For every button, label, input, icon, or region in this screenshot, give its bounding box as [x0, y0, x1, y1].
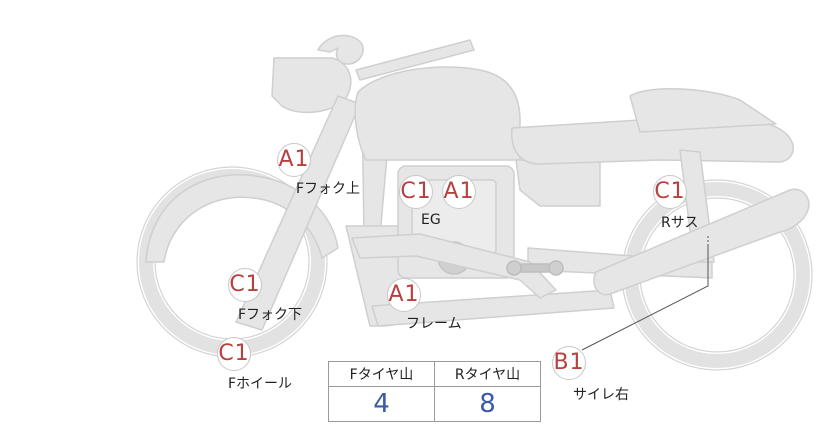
fuel-tank — [354, 66, 521, 161]
tire-tread-table: Fタイヤ山 Rタイヤ山 4 8 — [328, 361, 541, 422]
muffler-right-label: サイレ右 — [573, 387, 629, 403]
eg-grade-badge-1: C1 — [399, 175, 433, 209]
tire-tread-value-row: 4 8 — [328, 386, 541, 422]
r-sus-label: Rサス — [661, 215, 699, 231]
front-tire-tread-header: Fタイヤ山 — [328, 361, 435, 387]
front-tire-tread-value: 4 — [328, 386, 435, 422]
f-fork-lower-grade-badge: C1 — [228, 268, 262, 302]
eg-label: EG — [421, 212, 441, 228]
rear-tire-tread-value: 8 — [434, 386, 541, 422]
muffler — [593, 188, 810, 296]
tire-tread-header-row: Fタイヤ山 Rタイヤ山 — [328, 361, 541, 387]
frame-grade-badge: A1 — [387, 278, 421, 312]
r-sus-grade-badge: C1 — [653, 175, 687, 209]
f-fork-upper-grade-badge: A1 — [277, 143, 311, 177]
f-wheel-label: Fホイール — [228, 376, 293, 392]
front-fork — [235, 95, 361, 331]
f-fork-lower-label: Fフォク下 — [238, 307, 303, 323]
frame-label: フレーム — [406, 316, 462, 332]
muffler-leader-line — [581, 244, 709, 351]
f-wheel-grade-badge: C1 — [217, 337, 251, 371]
muffler-right-grade-badge: B1 — [552, 346, 586, 380]
frame-lower — [371, 289, 615, 327]
eg-grade-badge-2: A1 — [442, 175, 476, 209]
rear-tire-tread-header: Rタイヤ山 — [434, 361, 541, 387]
f-fork-upper-label: Fフォク上 — [296, 181, 361, 197]
